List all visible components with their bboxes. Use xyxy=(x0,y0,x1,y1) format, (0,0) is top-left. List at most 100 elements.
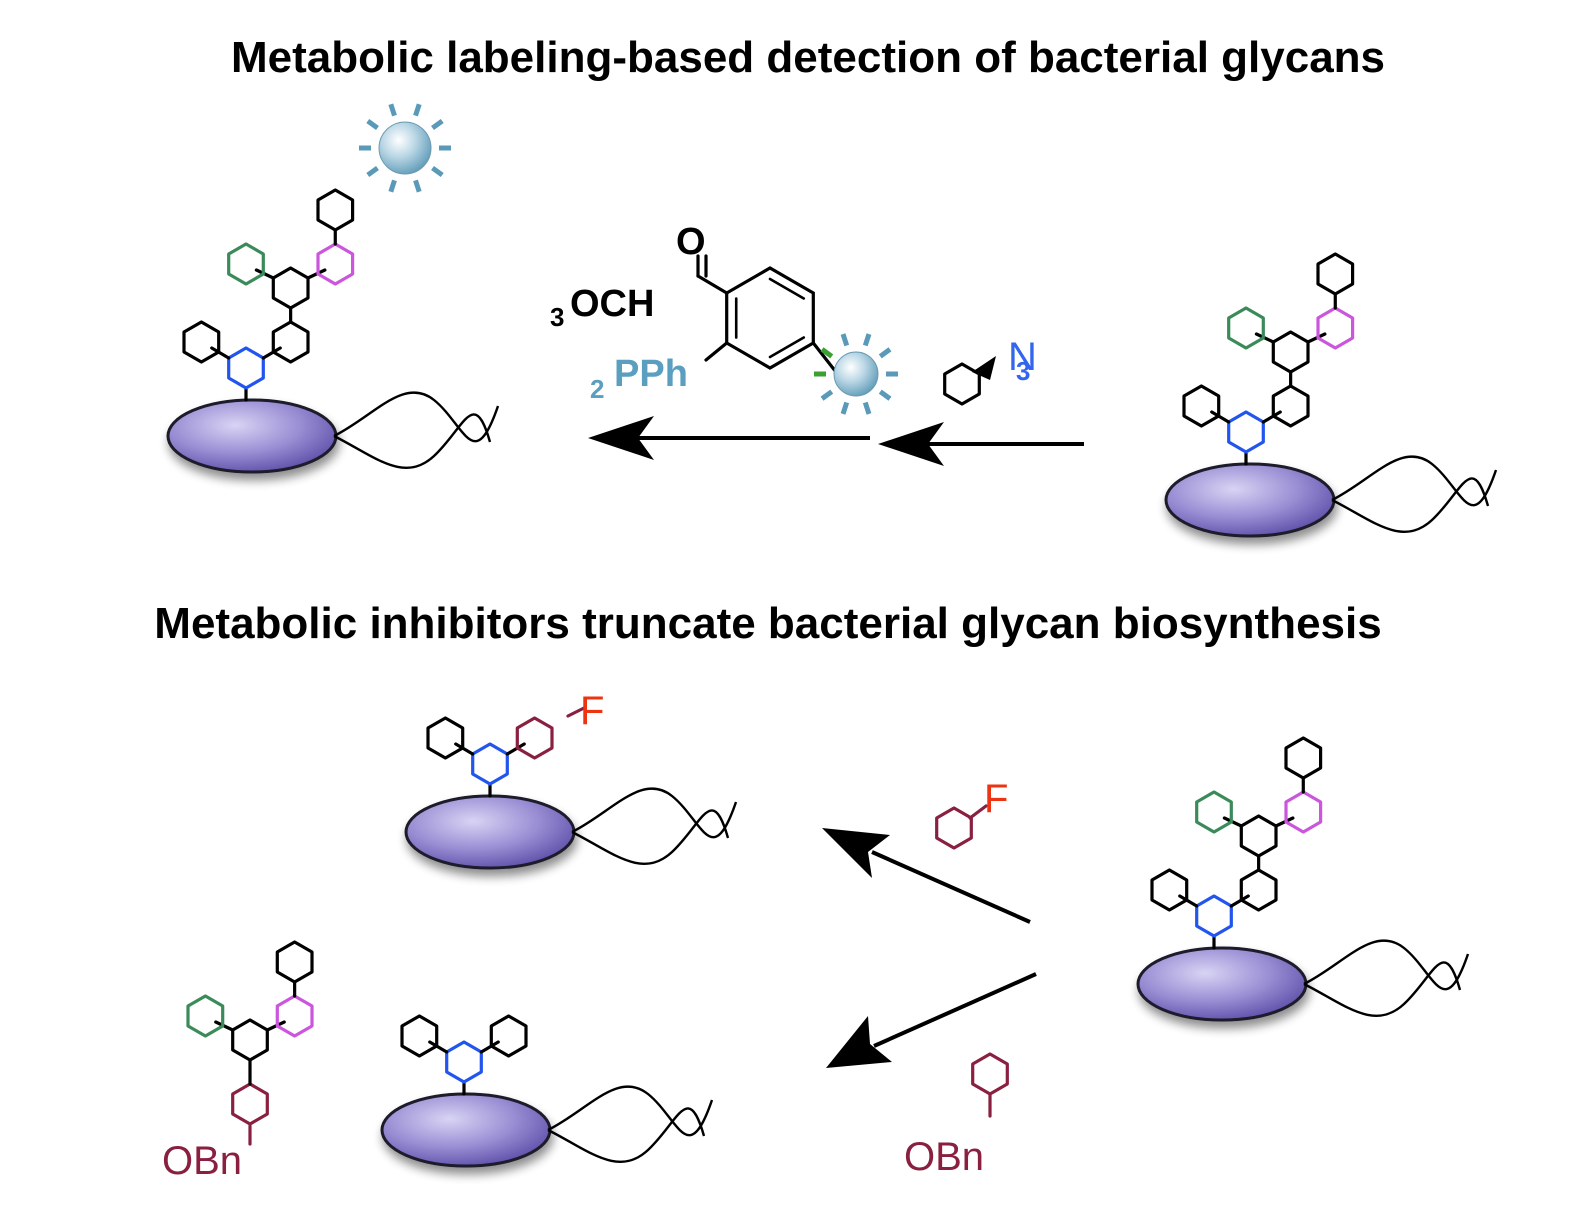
hexagon-sugar-icon xyxy=(1227,410,1265,454)
ester-label: OCH xyxy=(570,283,654,325)
hexagon-sugar-icon xyxy=(400,1014,439,1058)
hexagon-sugar-icon xyxy=(1271,384,1310,428)
glycosidic-bond xyxy=(1210,410,1231,424)
carbonyl-oxygen-label: O xyxy=(676,221,706,263)
glycan-tree-icon xyxy=(1136,736,1470,1022)
hexagon-sugar-icon xyxy=(271,266,310,310)
glycosidic-bond xyxy=(696,274,729,295)
emission-ray xyxy=(366,118,379,131)
hexagon-sugar-icon xyxy=(1195,894,1233,938)
hexagon-sugar-icon xyxy=(231,1018,269,1062)
arrowhead-icon xyxy=(822,828,890,878)
hexagon-sugar-icon xyxy=(316,188,355,232)
hexagon-sugar-icon xyxy=(1239,814,1278,858)
glycan-tree-icon xyxy=(1164,252,1498,538)
phosphine-subscript: 2 xyxy=(590,374,604,404)
glycosidic-bond xyxy=(1261,410,1282,424)
glycosidic-bond xyxy=(505,742,526,756)
hexagon-sugar-icon xyxy=(316,242,355,286)
emission-ray xyxy=(388,103,397,117)
fluorophore-icon xyxy=(833,351,879,397)
hexagon-sugar-icon xyxy=(943,362,981,406)
hexagon-sugar-icon xyxy=(1195,790,1233,834)
hexagon-sugar-icon xyxy=(426,716,465,760)
cell-icon xyxy=(404,794,576,870)
phosphine-label: PPh xyxy=(614,353,688,395)
hexagon-sugar-icon xyxy=(471,742,509,786)
cell-icon xyxy=(1164,462,1336,538)
arrowhead-icon xyxy=(826,1016,892,1068)
emission-ray xyxy=(862,401,872,415)
cell-icon xyxy=(1136,946,1308,1022)
wedge-bond-icon xyxy=(972,356,996,380)
glycosidic-bond xyxy=(479,1040,500,1054)
benzyl-label: OBn xyxy=(162,1139,242,1183)
flagellum-strand xyxy=(333,391,500,443)
flagellum-strand xyxy=(547,1107,706,1163)
fluoro-label: F xyxy=(580,689,604,733)
truncated-glycan-icon xyxy=(380,1014,714,1168)
emission-ray xyxy=(431,165,444,178)
flagellum-strand xyxy=(1303,961,1462,1017)
hexagon-sugar-icon xyxy=(1316,306,1355,350)
emission-ray xyxy=(820,347,834,359)
azide-label: N xyxy=(1008,335,1037,379)
cell-icon xyxy=(380,1092,552,1168)
hexagon-sugar-icon xyxy=(445,1040,483,1084)
hexagon-sugar-icon xyxy=(231,1082,269,1126)
emission-ray xyxy=(388,179,397,193)
flagellum-strand xyxy=(571,809,730,865)
emission-ray xyxy=(820,389,834,401)
hexagon-sugar-icon xyxy=(182,320,221,364)
hexagon-sugar-icon xyxy=(1239,868,1278,912)
hexagon-sugar-icon xyxy=(1271,330,1310,374)
emission-ray xyxy=(840,401,850,415)
hexagon-sugar-icon xyxy=(515,716,554,760)
emission-ray xyxy=(862,333,872,347)
benzyl-label: OBn xyxy=(904,1135,984,1179)
hexagon-sugar-icon xyxy=(271,320,310,364)
hexagon-sugar-icon xyxy=(275,994,314,1038)
hexagon-sugar-icon xyxy=(971,1052,1009,1118)
flagellum-strand xyxy=(1303,939,1470,991)
fluoro-label: F xyxy=(984,777,1008,821)
heading-bottom: Metabolic inhibitors truncate bacterial … xyxy=(154,599,1381,648)
emission-ray xyxy=(413,179,422,193)
emission-ray xyxy=(413,103,422,117)
glycosidic-bond xyxy=(566,706,586,718)
arrowhead-icon xyxy=(588,416,654,460)
glycosidic-bond xyxy=(768,277,806,300)
hexagon-sugar-icon xyxy=(186,994,225,1038)
hexagon-sugar-icon xyxy=(227,242,265,286)
emission-ray xyxy=(878,389,892,401)
hexagon-sugar-icon xyxy=(971,1052,1009,1096)
hexagon-sugar-icon xyxy=(935,806,973,850)
hexagon-sugar-icon xyxy=(489,1014,528,1058)
hexagon-sugar-icon xyxy=(1150,868,1189,912)
glycosidic-bond xyxy=(210,346,231,360)
hexagon-sugar-icon xyxy=(943,362,981,406)
hexagon-sugar-icon xyxy=(1182,384,1221,428)
glycosidic-bond xyxy=(968,804,988,820)
glycosidic-bond xyxy=(811,341,838,374)
labeled-glycan-tree-icon xyxy=(166,103,500,474)
flagellum-strand xyxy=(1331,455,1498,507)
flagellum-strand xyxy=(333,413,492,469)
arrow-icon xyxy=(871,850,1031,924)
glycosidic-bond xyxy=(1229,894,1250,908)
hexagon-sugar-icon xyxy=(1284,790,1323,834)
glycosidic-bond xyxy=(428,1040,449,1054)
emission-ray xyxy=(431,118,444,131)
flagellum-strand xyxy=(571,787,738,839)
hexagon-sugar-icon xyxy=(227,346,265,390)
ester-subscript: 3 xyxy=(550,302,564,332)
arrowhead-icon xyxy=(878,422,944,466)
arrow-icon xyxy=(873,972,1037,1048)
released-glycan-icon xyxy=(186,940,314,1146)
hexagon-sugar-icon xyxy=(1227,306,1265,350)
azide-subscript: 3 xyxy=(1016,356,1030,386)
fluorophore-icon xyxy=(378,121,432,175)
emission-ray xyxy=(878,347,892,359)
